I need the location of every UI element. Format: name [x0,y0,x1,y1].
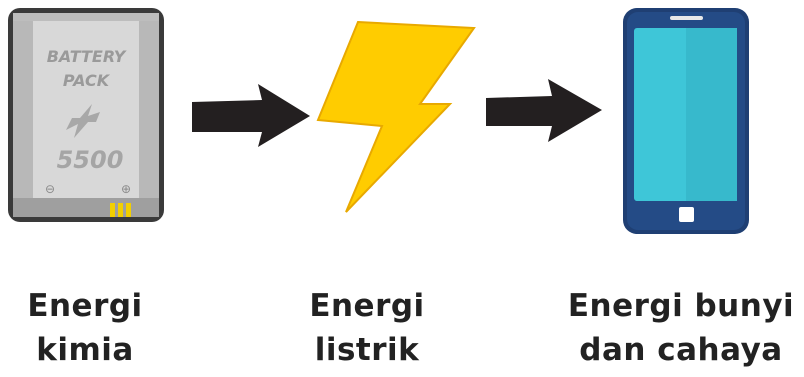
battery-bolt-icon [66,104,100,138]
arrow-right-icon-2 [486,79,602,142]
phone-speaker-icon [670,16,703,20]
battery-pack-icon: BATTERY PACK 5500 ⊖ ⊕ [8,8,164,222]
battery-contacts-icon [110,203,131,217]
caption-electrical-line1: Energi [309,288,425,324]
caption-electrical-line2: listrik [314,332,420,368]
caption-chemical-energy: Energi kimia [0,284,170,372]
caption-chemical-line2: kimia [36,332,134,368]
phone-home-button-icon [679,207,694,222]
caption-sound-light-line1: Energi bunyi [567,288,795,324]
battery-capacity: 5500 [57,146,124,174]
battery-plus-terminal-icon: ⊕ [121,182,131,196]
lightning-bolt-icon [316,20,476,213]
battery-label-line2: PACK [63,71,111,90]
arrow-right-icon-1 [192,84,310,147]
caption-sound-light-energy: Energi bunyi dan cahaya [558,284,804,372]
battery-label-line1: BATTERY [47,47,127,66]
caption-sound-light-line2: dan cahaya [579,332,783,368]
smartphone-icon [623,8,749,234]
battery-minus-terminal-icon: ⊖ [45,182,55,196]
caption-chemical-line1: Energi [27,288,143,324]
caption-electrical-energy: Energi listrik [282,284,452,372]
